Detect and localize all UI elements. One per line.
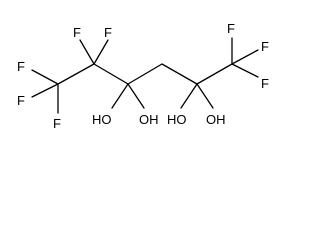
bond-c5-f-left (79, 39, 95, 65)
bond-c4-c3 (127, 63, 163, 85)
atom-f-c1-upper: F (261, 39, 269, 54)
bond-c6-f-upper (31, 69, 59, 85)
structural-formula: F F F F F HO OH HO OH F F F (17, 21, 269, 131)
bond-c5-c4 (93, 63, 129, 85)
bond-c5-f-right (93, 39, 109, 65)
bond-c1-f-upper (231, 49, 259, 65)
atom-f-c5-right: F (104, 25, 112, 40)
atom-oh-c2: OH (206, 112, 226, 127)
atom-f-c5-left: F (73, 25, 81, 40)
bond-c2-oh-left (180, 83, 198, 109)
bond-c4-oh-right (127, 83, 145, 109)
atom-f-c6-lower: F (17, 93, 25, 108)
bond-c2-oh-right (196, 83, 214, 109)
atom-oh-c4: OH (139, 112, 159, 127)
atom-f-c6-bottom: F (53, 116, 61, 131)
atom-ho-c4: HO (92, 112, 112, 127)
bond-c1-f-lower (231, 63, 259, 78)
atom-ho-c2: HO (167, 112, 187, 127)
bond-c6-c5 (57, 63, 95, 85)
atom-f-c1-top: F (227, 21, 235, 36)
bond-c3-c2 (161, 63, 198, 85)
atom-f-c1-lower: F (261, 76, 269, 91)
bond-c6-f-lower (31, 83, 59, 98)
bond-c2-c1 (196, 63, 233, 85)
atom-f-c6-upper: F (17, 59, 25, 74)
bond-c4-oh-left (111, 83, 129, 109)
